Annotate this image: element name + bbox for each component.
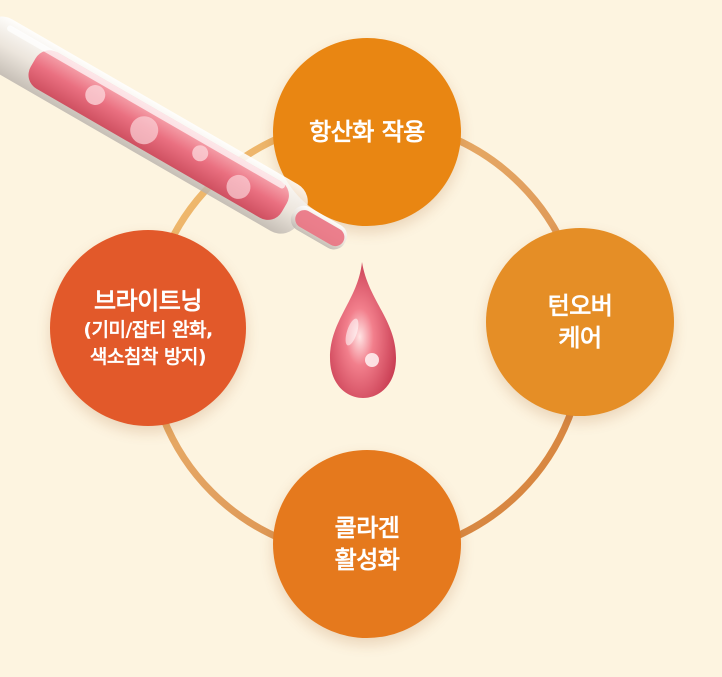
- serum-drop: [330, 262, 396, 398]
- node-collagen: 콜라겐 활성화: [273, 450, 461, 638]
- node-antioxidant-label: 항산화 작용: [309, 118, 425, 146]
- node-turnover-line1: 턴오버: [547, 292, 613, 320]
- node-brightening-line2: 색소침착 방지): [89, 346, 207, 368]
- node-turnover-line2: 케어: [558, 324, 602, 352]
- dropper-tube: [0, 16, 348, 250]
- node-turnover: 턴오버 케어: [486, 228, 674, 416]
- node-brightening-line1: (기미/잡티 완화,: [83, 319, 213, 341]
- node-collagen-line2: 활성화: [334, 546, 400, 574]
- node-brightening-title: 브라이트닝: [94, 287, 202, 315]
- node-collagen-line1: 콜라겐: [334, 514, 400, 542]
- node-brightening: 브라이트닝 (기미/잡티 완화, 색소침착 방지): [50, 230, 246, 426]
